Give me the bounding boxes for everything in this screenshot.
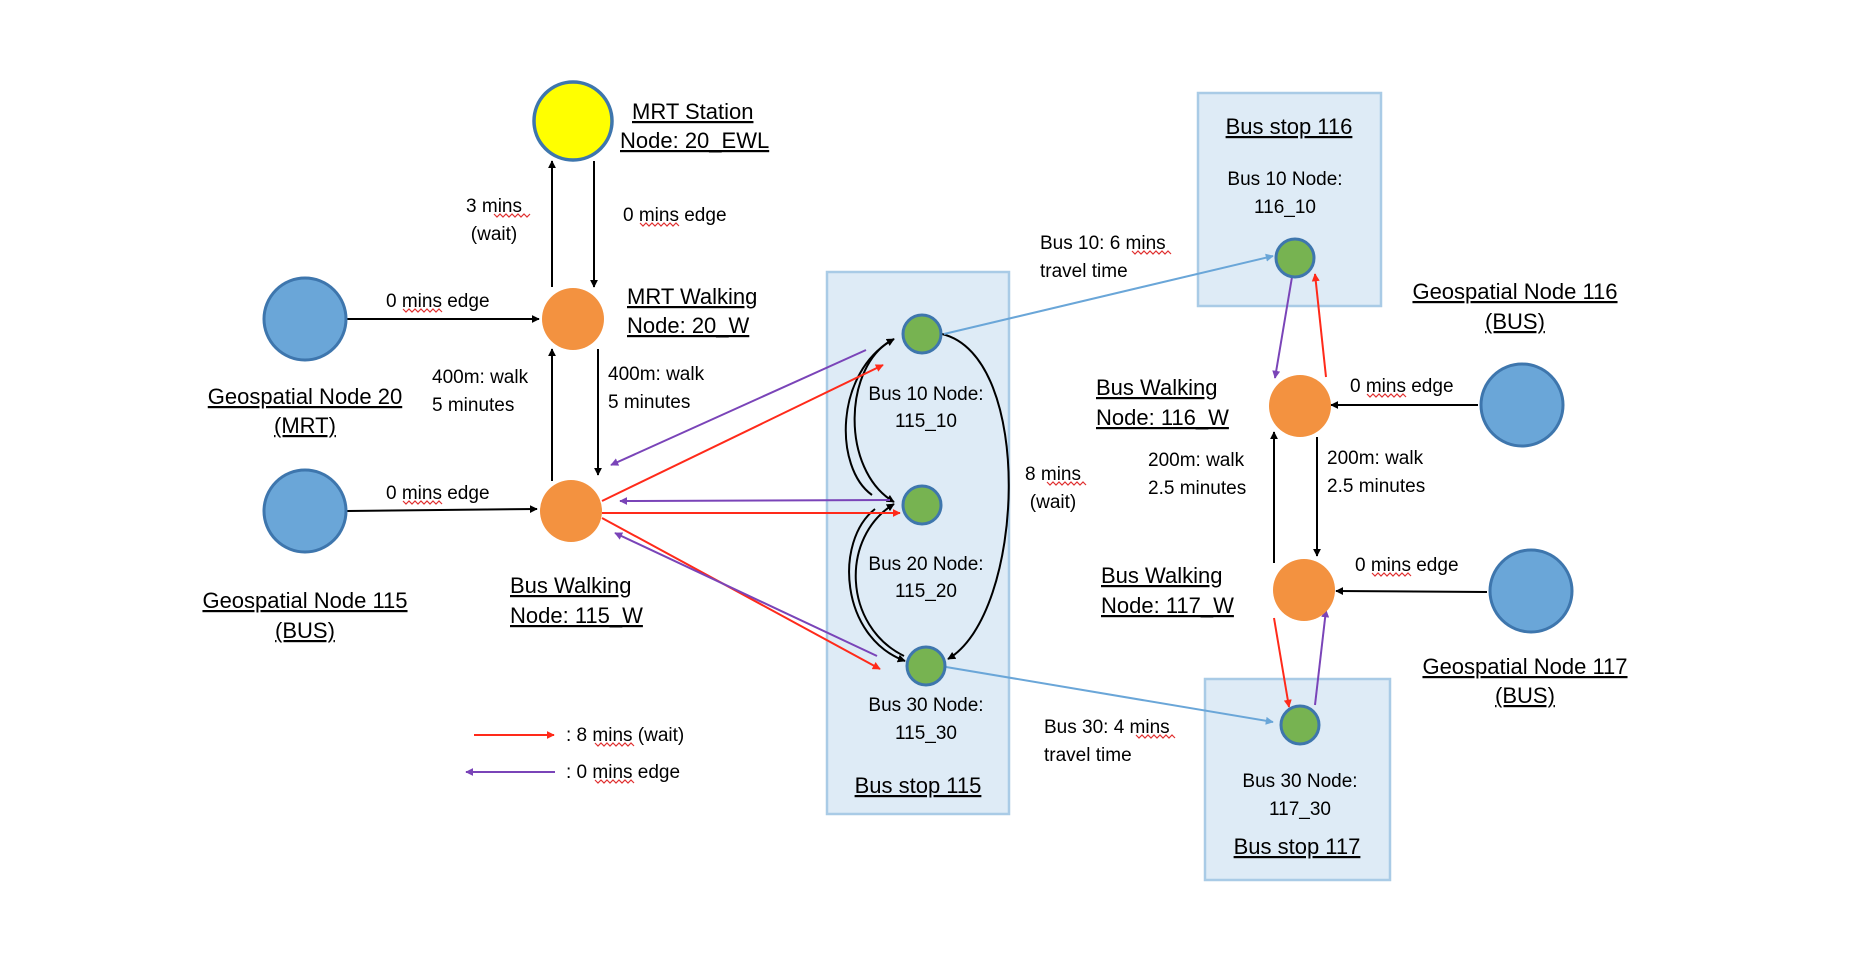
label-geo116-title: Geospatial Node 116 <box>1412 279 1617 304</box>
edge-purple-bus10-to-walk-115 <box>610 349 867 466</box>
node-geospatial-20 <box>262 276 348 362</box>
label-bus30-117-id: 117_30 <box>1269 799 1331 820</box>
label-bus30-115-id: 115_30 <box>895 723 957 744</box>
label-geo115-type: (BUS) <box>275 618 335 643</box>
label-mrt-walking-title: MRT Walking <box>627 284 757 309</box>
label-bus-walking-117-title: Bus Walking <box>1101 563 1222 588</box>
label-wait8-a: 8 mins <box>1025 464 1081 485</box>
label-geo117-type: (BUS) <box>1495 683 1555 708</box>
label-geo20-type: (MRT) <box>274 413 336 438</box>
squiggle <box>402 500 443 505</box>
node-bus10-115 <box>901 313 943 355</box>
label-bus-stop-117: Bus stop 117 <box>1234 834 1361 859</box>
label-walk200-down-a: 200m: walk <box>1327 448 1424 469</box>
label-bus20-115-id: 115_20 <box>895 581 957 602</box>
node-bus30-115 <box>905 645 947 687</box>
label-bus-walking-117-node: Node: 117_W <box>1101 593 1234 618</box>
squiggle <box>594 742 635 747</box>
edge-red-walk-to-bus10-115 <box>601 364 884 502</box>
label-zero-geo115: 0 mins edge <box>386 483 490 504</box>
label-bus10-116-title: Bus 10 Node: <box>1227 169 1342 190</box>
node-bus-walking-117-w <box>1273 559 1335 621</box>
label-wait8-b: (wait) <box>1030 492 1076 513</box>
edge-red-walk116-to-bus10-116 <box>1311 273 1327 378</box>
label-bus-walking-115-title: Bus Walking <box>510 573 631 598</box>
label-walk200-up-a: 200m: walk <box>1148 450 1245 471</box>
edge-geo117-to-bus-walk-117 <box>1335 587 1488 596</box>
label-bus30-117-title: Bus 30 Node: <box>1242 771 1357 792</box>
edge-purple-bus30-117-to-walk <box>1314 609 1330 706</box>
squiggle <box>1046 481 1087 486</box>
edge-bus20-to-bus30-115 <box>848 508 906 663</box>
edge-purple-bus10-116-to-walk <box>1272 276 1293 379</box>
label-bus-walking-116-node: Node: 116_W <box>1096 405 1229 430</box>
node-geospatial-117 <box>1488 548 1574 634</box>
label-walk200-up-b: 2.5 minutes <box>1148 478 1246 499</box>
label-walk400-up-a: 400m: walk <box>432 367 529 388</box>
node-bus30-117 <box>1279 704 1321 746</box>
squiggle <box>639 222 680 227</box>
label-walk400-down-b: 5 minutes <box>608 392 690 413</box>
label-geo115-title: Geospatial Node 115 <box>202 588 407 613</box>
label-bus30-travel-a: Bus 30: 4 mins <box>1044 717 1170 738</box>
node-bus10-116 <box>1274 237 1316 279</box>
label-bus30-115-title: Bus 30 Node: <box>868 695 983 716</box>
label-bus10-116-id: 116_10 <box>1254 197 1316 218</box>
squiggle <box>1371 572 1412 577</box>
label-zero-geo116: 0 mins edge <box>1350 376 1454 397</box>
edge-geo115-to-bus-walk <box>346 505 538 514</box>
edge-purple-bus30-to-walk-115 <box>614 532 878 657</box>
edge-bus10-to-bus20-115 <box>853 338 895 503</box>
squiggle <box>594 779 635 784</box>
label-bus-stop-116: Bus stop 116 <box>1226 114 1353 139</box>
bus-stop-115-box <box>825 270 1011 816</box>
label-zero-mrt: 0 mins edge <box>623 205 727 226</box>
edge-bus10-115-to-bus30-115 <box>941 333 1010 660</box>
label-bus-stop-115: Bus stop 115 <box>855 773 982 798</box>
label-bus10-115-title: Bus 10 Node: <box>868 384 983 405</box>
label-geo20-title: Geospatial Node 20 <box>208 384 402 409</box>
label-bus-walking-115-node: Node: 115_W <box>510 603 643 628</box>
label-mrt-walking-node: Node: 20_W <box>627 313 750 338</box>
node-geospatial-115 <box>262 468 348 554</box>
label-geo117-title: Geospatial Node 117 <box>1422 654 1627 679</box>
squiggle <box>1131 250 1172 255</box>
edge-red-walk-to-bus30-115 <box>601 517 881 670</box>
node-mrt-walking-20-w <box>542 288 604 350</box>
label-bus20-115-title: Bus 20 Node: <box>868 554 983 575</box>
label-wait3-a: 3 mins <box>466 196 522 217</box>
label-zero-geo20: 0 mins edge <box>386 291 490 312</box>
squiggle <box>1366 393 1407 398</box>
edge-bus30-travel <box>945 666 1274 725</box>
label-mrt-station-title: MRT Station <box>632 99 753 124</box>
label-bus10-travel-a: Bus 10: 6 mins <box>1040 233 1166 254</box>
label-bus-walking-116-title: Bus Walking <box>1096 375 1217 400</box>
label-bus10-travel-b: travel time <box>1040 261 1128 282</box>
label-bus10-115-id: 115_10 <box>895 411 957 432</box>
legend-red-label: : 8 mins (wait) <box>566 725 684 746</box>
label-mrt-station-node: Node: 20_EWL <box>620 128 769 153</box>
label-walk400-down-a: 400m: walk <box>608 364 705 385</box>
squiggle <box>493 213 531 218</box>
squiggle <box>402 308 443 313</box>
node-bus20-115 <box>901 484 943 526</box>
squiggle <box>1135 734 1176 739</box>
node-mrt-station-20-ewl <box>532 80 614 162</box>
label-walk200-down-b: 2.5 minutes <box>1327 476 1425 497</box>
label-bus30-travel-b: travel time <box>1044 745 1132 766</box>
label-geo116-type: (BUS) <box>1485 309 1545 334</box>
edge-purple-bus20-to-walk-115 <box>619 496 891 505</box>
edge-red-walk117-to-bus30-117 <box>1273 617 1292 708</box>
edge-bus30-to-bus20-115 <box>854 503 905 657</box>
node-bus-walking-115-w <box>540 480 602 542</box>
label-zero-geo117: 0 mins edge <box>1355 555 1459 576</box>
label-wait3-b: (wait) <box>471 224 517 245</box>
node-bus-walking-116-w <box>1269 375 1331 437</box>
edge-bus10-travel <box>943 253 1274 335</box>
label-walk400-up-b: 5 minutes <box>432 395 514 416</box>
node-geospatial-116 <box>1479 362 1565 448</box>
legend-purple-label: : 0 mins edge <box>566 762 680 783</box>
